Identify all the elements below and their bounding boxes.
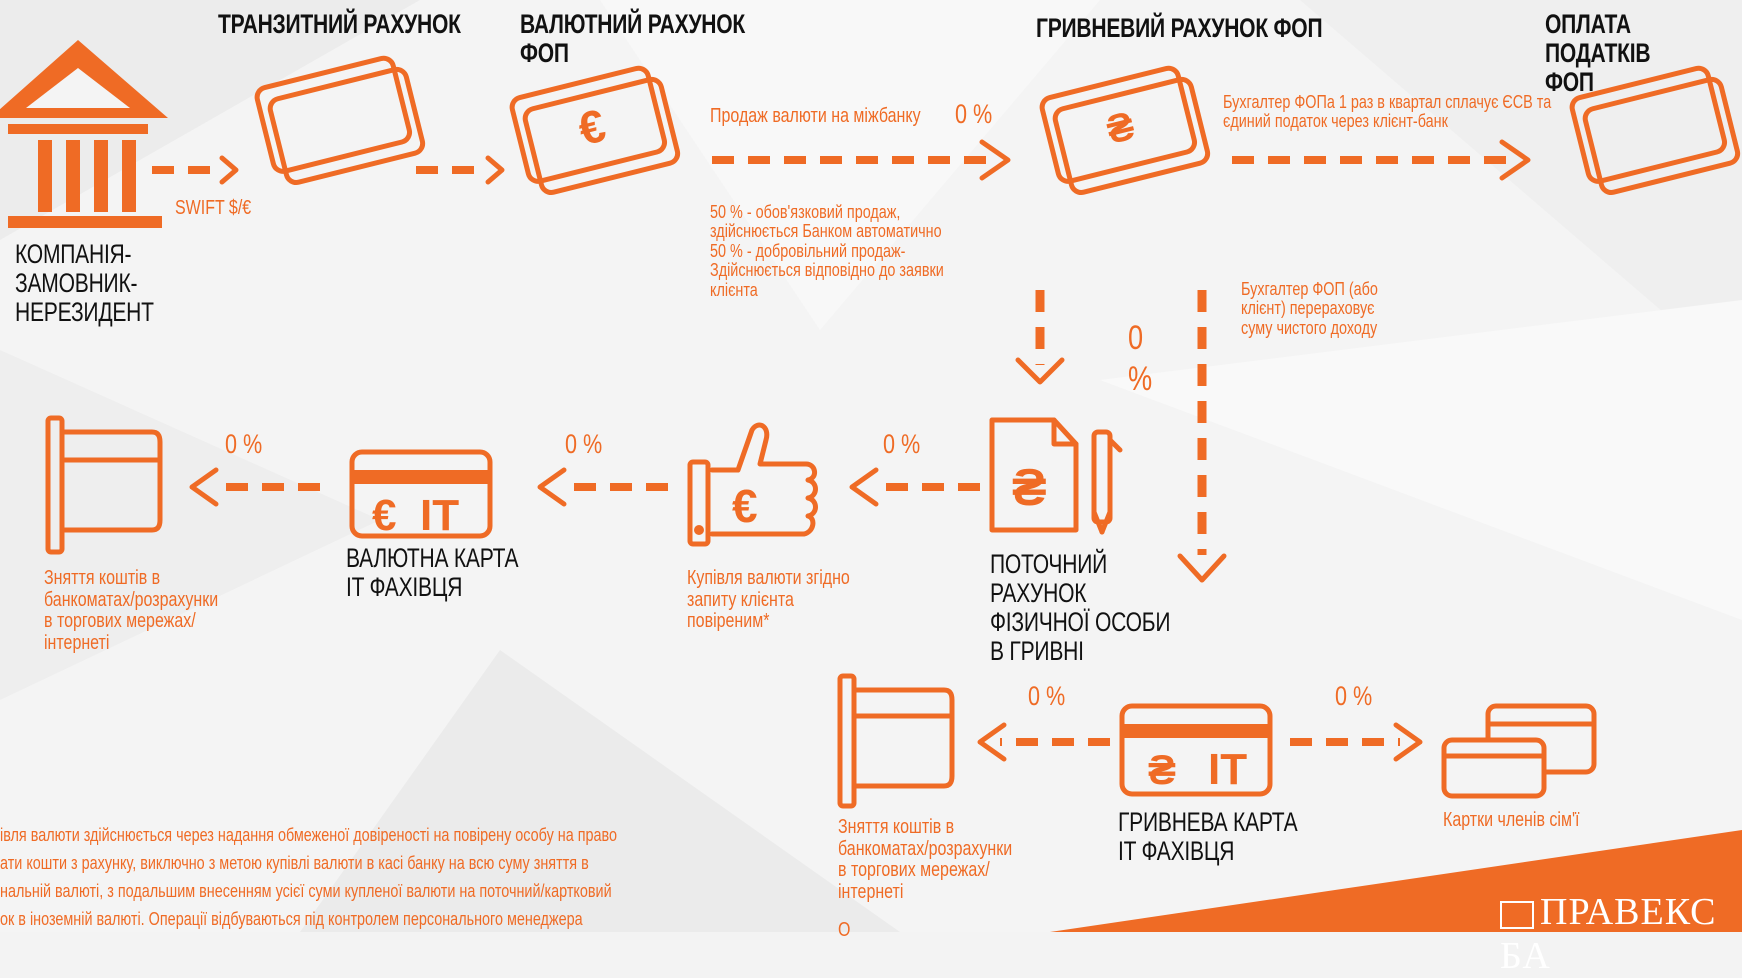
svg-text:₴: ₴ [1012, 459, 1047, 517]
svg-text:₴: ₴ [1148, 746, 1176, 793]
pct-withdraw-bottom: 0 % [1028, 681, 1066, 711]
svg-text:€: € [372, 491, 396, 540]
arrow-hryvnia-card-to-withdraw [977, 722, 1110, 762]
flow-graphics: € ₴ ₴ [0, 40, 1741, 809]
accountant-transfer-note: Бухгалтер ФОП (або клієнт) перераховує с… [1241, 279, 1378, 338]
arrow-currency-to-hryvnia [712, 139, 1011, 181]
arrow-hryvnia-card-to-family [1290, 722, 1423, 762]
bank-logo: ПРАВЕКС БА [1500, 890, 1742, 978]
accountant-tax-note: Бухгалтер ФОПа 1 раз в квартал сплачує Є… [1223, 92, 1552, 132]
hryvnia-account-icon: ₴ [1039, 65, 1211, 195]
currency-account-heading: ВАЛЮТНИЙ РАХУНОК ФОП [520, 9, 746, 69]
arrow-purchase-to-currency-card [537, 467, 668, 507]
orange-corner-band [1050, 830, 1742, 932]
withdraw-note-left: Зняття коштів в банкоматах/розрахунки в … [44, 567, 219, 654]
bottom-partial-text: О [838, 919, 851, 941]
swift-label: SWIFT $/€ [175, 197, 252, 219]
footnote: івля валюти здійснюється через надання о… [0, 825, 618, 929]
hryvnia-card-label: ГРИВНЕВА КАРТА IT ФАХІВЦЯ [1118, 807, 1298, 867]
withdraw-note-bottom: Зняття коштів в банкоматах/розрахунки в … [838, 816, 1013, 903]
family-cards-icon [1441, 703, 1597, 799]
current-account-document-icon: ₴ [989, 417, 1123, 535]
transit-account-heading: ТРАНЗИТНИЙ РАХУНОК [218, 9, 461, 39]
thumbs-up-euro-icon: € [687, 422, 818, 547]
background [1050, 830, 1742, 932]
pct-purchase: 0 % [883, 429, 921, 459]
currency-purchase-note: Купівля валюти згідно запиту клієнта пов… [687, 567, 850, 633]
svg-text:€: € [732, 480, 758, 532]
fx-sale-pct: 0 % [955, 99, 993, 129]
currency-account-icon: € [509, 65, 681, 195]
svg-text:₴: ₴ [1102, 104, 1139, 153]
hryvnia-card-icon: ₴ IT [1119, 703, 1273, 797]
current-account-label: ПОТОЧНИЙ РАХУНОК ФІЗИЧНОЇ ОСОБИ В ГРИВНІ [990, 549, 1171, 667]
tax-account-icon [1569, 65, 1741, 195]
sale-notes: 50 % - обов'язковий продаж, здійснюється… [710, 202, 944, 300]
arrow-hryvnia-to-tax [1232, 139, 1531, 181]
fx-sale-label: Продаж валюти на міжбанку [710, 105, 921, 127]
arrow-down-to-hryvnia-card [1177, 290, 1227, 583]
arrow-current-to-purchase [849, 467, 980, 507]
transit-account-icon [254, 55, 426, 185]
arrow-bank-to-transit [152, 155, 239, 185]
svg-text:IT: IT [420, 491, 459, 540]
family-cards-label: Картки членів сім'ї [1443, 809, 1580, 831]
arrow-currency-card-to-withdraw [189, 467, 320, 507]
hryvnia-account-heading: ГРИВНЕВИЙ РАХУНОК ФОП [1036, 13, 1323, 43]
pct-withdraw-left: 0 % [225, 429, 263, 459]
currency-card-label: ВАЛЮТНА КАРТА IT ФАХІВЦЯ [346, 543, 519, 603]
currency-card-icon: € IT [349, 449, 493, 540]
arrow-hryvnia-to-current-account [1015, 290, 1065, 385]
svg-text:IT: IT [1208, 745, 1247, 794]
atm-card-icon-bottom [837, 673, 955, 809]
svg-text:€: € [573, 99, 610, 156]
bank-building-icon [0, 40, 168, 228]
arrow-transit-to-currency [416, 155, 505, 185]
tax-payment-heading: ОПЛАТА ПОДАТКІВ ФОП [1545, 9, 1651, 98]
company-label: КОМПАНІЯ- ЗАМОВНИК- НЕРЕЗИДЕНТ [15, 239, 154, 328]
vertical-pct: 0 % [1128, 319, 1153, 398]
pct-family: 0 % [1335, 681, 1373, 711]
pct-currency-card: 0 % [565, 429, 603, 459]
bank-logo-icon [1500, 901, 1534, 930]
atm-card-icon-left [45, 415, 163, 555]
